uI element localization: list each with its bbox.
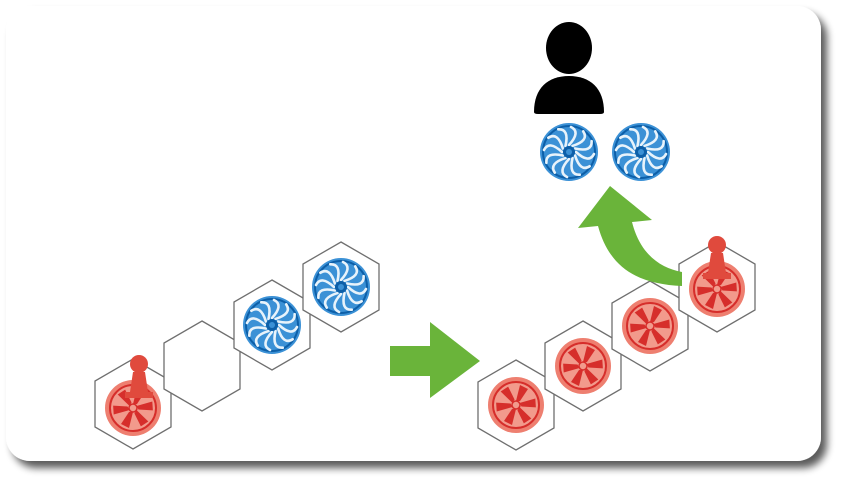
red-spiral-token-icon bbox=[487, 376, 545, 434]
red-spiral-token-icon bbox=[554, 337, 612, 395]
blue-swirl-token-icon bbox=[610, 121, 672, 183]
player-icon bbox=[534, 22, 604, 114]
right-arrow-icon bbox=[390, 322, 480, 398]
curved-up-arrow-icon bbox=[578, 186, 682, 286]
blue-swirl-token-icon bbox=[241, 294, 303, 356]
blue-swirl-token-icon bbox=[538, 121, 600, 183]
red-spiral-token-icon bbox=[621, 297, 679, 355]
blue-swirl-token-icon bbox=[310, 256, 372, 318]
